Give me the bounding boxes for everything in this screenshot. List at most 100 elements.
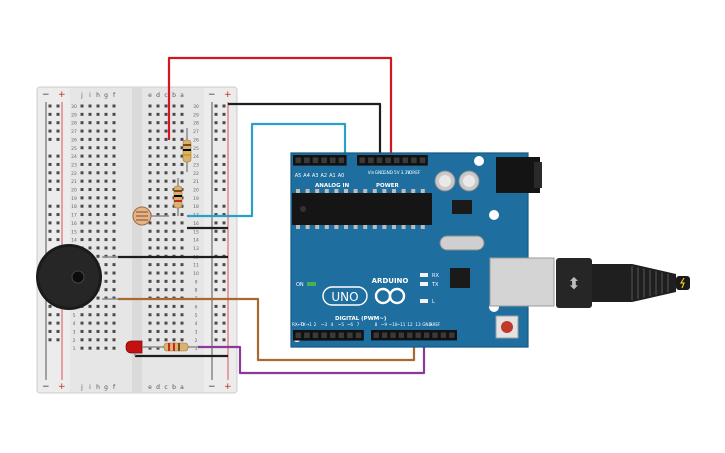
breadboard-hole[interactable] xyxy=(164,221,168,225)
breadboard-hole[interactable] xyxy=(96,254,100,258)
rail-hole[interactable] xyxy=(222,288,226,292)
breadboard-hole[interactable] xyxy=(88,213,92,217)
breadboard-hole[interactable] xyxy=(156,104,160,108)
header-pin[interactable] xyxy=(295,157,302,164)
breadboard-hole[interactable] xyxy=(180,329,184,333)
breadboard-hole[interactable] xyxy=(96,238,100,242)
rail-hole[interactable] xyxy=(48,188,52,191)
breadboard-hole[interactable] xyxy=(156,188,160,191)
breadboard-hole[interactable] xyxy=(148,188,152,191)
breadboard-hole[interactable] xyxy=(172,263,176,267)
breadboard-hole[interactable] xyxy=(112,321,116,325)
breadboard-hole[interactable] xyxy=(148,246,152,250)
breadboard-hole[interactable] xyxy=(156,313,160,317)
header-pin[interactable] xyxy=(402,157,409,164)
rail-hole[interactable] xyxy=(214,129,218,133)
breadboard-hole[interactable] xyxy=(88,221,92,225)
breadboard-hole[interactable] xyxy=(80,179,84,183)
rail-hole[interactable] xyxy=(222,329,226,333)
breadboard-hole[interactable] xyxy=(156,121,160,125)
rail-hole[interactable] xyxy=(214,204,218,208)
breadboard-hole[interactable] xyxy=(112,271,116,275)
rail-hole[interactable] xyxy=(222,129,226,133)
rail-hole[interactable] xyxy=(56,238,60,242)
breadboard-hole[interactable] xyxy=(96,104,100,108)
rail-hole[interactable] xyxy=(48,221,52,225)
breadboard-hole[interactable] xyxy=(80,229,84,233)
breadboard-hole[interactable] xyxy=(104,279,108,283)
header-pin[interactable] xyxy=(355,332,362,339)
breadboard-hole[interactable] xyxy=(104,304,108,308)
rail-hole[interactable] xyxy=(48,204,52,208)
breadboard-hole[interactable] xyxy=(96,329,100,333)
breadboard-hole[interactable] xyxy=(80,188,84,191)
breadboard-hole[interactable] xyxy=(148,104,152,108)
rail-hole[interactable] xyxy=(48,121,52,125)
rail-hole[interactable] xyxy=(56,213,60,217)
header-pin[interactable] xyxy=(295,332,302,339)
breadboard-hole[interactable] xyxy=(96,188,100,191)
breadboard-hole[interactable] xyxy=(88,346,92,350)
rail-hole[interactable] xyxy=(222,121,226,125)
breadboard-hole[interactable] xyxy=(96,213,100,217)
header-pin[interactable] xyxy=(359,157,366,164)
breadboard-hole[interactable] xyxy=(112,146,116,150)
rail-hole[interactable] xyxy=(48,238,52,242)
breadboard-hole[interactable] xyxy=(88,238,92,242)
header-pin[interactable] xyxy=(338,157,345,164)
breadboard-hole[interactable] xyxy=(164,304,168,308)
header-pin[interactable] xyxy=(321,157,327,164)
breadboard-hole[interactable] xyxy=(112,179,116,183)
breadboard-hole[interactable] xyxy=(156,179,160,183)
header-pin[interactable] xyxy=(419,157,426,164)
breadboard-hole[interactable] xyxy=(156,288,160,292)
breadboard-hole[interactable] xyxy=(80,137,84,141)
breadboard-hole[interactable] xyxy=(164,229,168,233)
rail-hole[interactable] xyxy=(56,329,60,333)
breadboard-hole[interactable] xyxy=(156,338,160,342)
breadboard-hole[interactable] xyxy=(172,179,176,183)
breadboard-hole[interactable] xyxy=(148,238,152,242)
breadboard-hole[interactable] xyxy=(88,304,92,308)
breadboard-hole[interactable] xyxy=(96,137,100,141)
rail-hole[interactable] xyxy=(214,179,218,183)
rail-hole[interactable] xyxy=(48,129,52,133)
header-pin[interactable] xyxy=(381,332,388,338)
breadboard-hole[interactable] xyxy=(112,229,116,233)
breadboard-hole[interactable] xyxy=(172,279,176,283)
breadboard-hole[interactable] xyxy=(112,188,116,191)
rail-hole[interactable] xyxy=(214,137,218,141)
breadboard-hole[interactable] xyxy=(172,162,176,166)
breadboard-hole[interactable] xyxy=(96,338,100,342)
breadboard-hole[interactable] xyxy=(112,162,116,166)
resistor-middle[interactable] xyxy=(173,178,183,216)
breadboard-hole[interactable] xyxy=(180,304,184,308)
breadboard-hole[interactable] xyxy=(180,279,184,283)
rail-hole[interactable] xyxy=(214,171,218,175)
breadboard-hole[interactable] xyxy=(88,204,92,208)
breadboard-hole[interactable] xyxy=(80,121,84,125)
breadboard-hole[interactable] xyxy=(104,196,108,200)
breadboard-hole[interactable] xyxy=(156,171,160,175)
breadboard-hole[interactable] xyxy=(112,329,116,333)
breadboard-hole[interactable] xyxy=(148,313,152,317)
breadboard-hole[interactable] xyxy=(156,346,160,350)
rail-hole[interactable] xyxy=(56,104,60,108)
breadboard-hole[interactable] xyxy=(104,162,108,166)
rail-hole[interactable] xyxy=(222,238,226,242)
breadboard-hole[interactable] xyxy=(112,313,116,317)
breadboard-hole[interactable] xyxy=(88,196,92,200)
breadboard-hole[interactable] xyxy=(180,321,184,325)
piezo-buzzer[interactable] xyxy=(36,244,118,310)
breadboard-hole[interactable] xyxy=(96,112,100,116)
red-led[interactable] xyxy=(125,340,150,356)
breadboard-hole[interactable] xyxy=(88,121,92,125)
wire-red-5v[interactable] xyxy=(167,56,393,158)
breadboard-hole[interactable] xyxy=(180,238,184,242)
breadboard-hole[interactable] xyxy=(112,121,116,125)
breadboard-hole[interactable] xyxy=(180,313,184,317)
breadboard-hole[interactable] xyxy=(88,171,92,175)
breadboard-hole[interactable] xyxy=(172,288,176,292)
header-pin[interactable] xyxy=(432,332,438,338)
breadboard-hole[interactable] xyxy=(180,288,184,292)
